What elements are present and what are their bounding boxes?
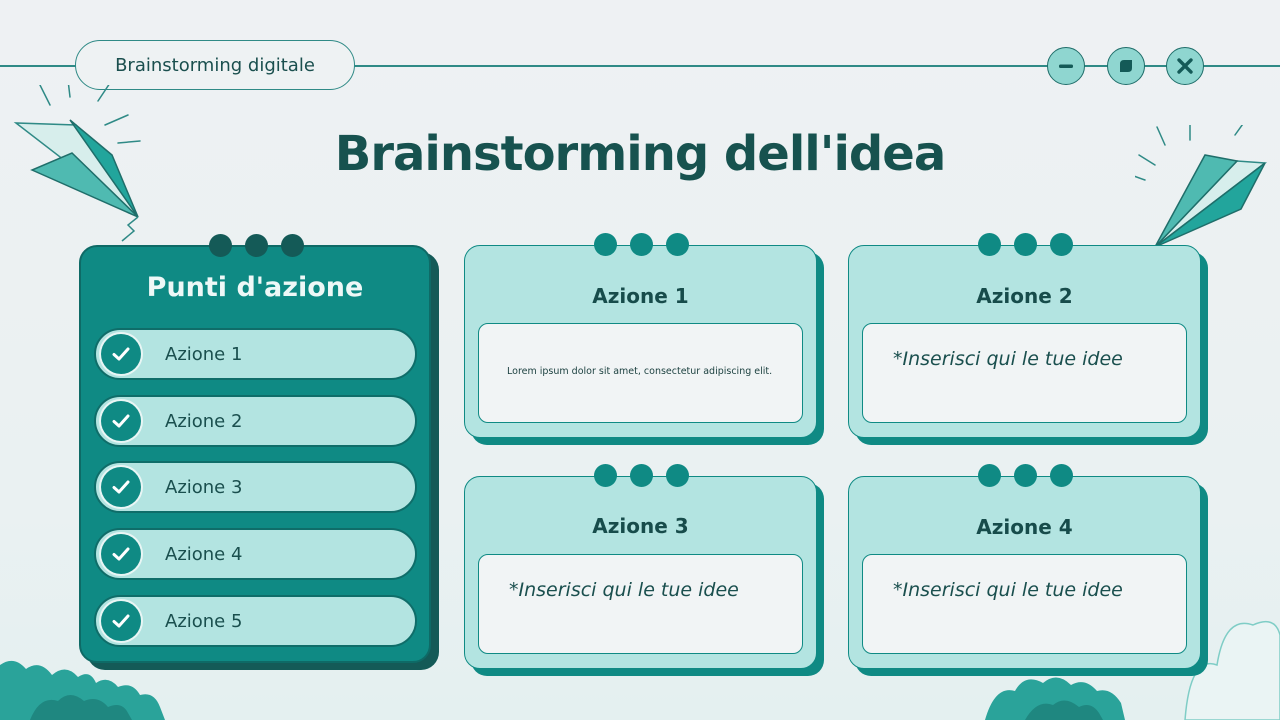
- header-divider: [0, 65, 1280, 67]
- square-icon: [1120, 60, 1132, 72]
- minimize-button[interactable]: [1047, 47, 1085, 85]
- card-text: *Inserisci qui le tue idee: [509, 579, 739, 601]
- card-dots: [978, 233, 1073, 256]
- dot: [666, 233, 689, 256]
- dot: [630, 233, 653, 256]
- minus-icon: [1059, 64, 1073, 68]
- dot: [594, 464, 617, 487]
- action-item-2[interactable]: Azione 2: [94, 395, 417, 447]
- card-text: *Inserisci qui le tue idee: [893, 348, 1123, 370]
- page-title: Brainstorming dell'idea: [334, 126, 946, 182]
- card-title: Azione 4: [976, 515, 1073, 539]
- dot: [666, 464, 689, 487]
- card-dots: [978, 464, 1073, 487]
- check-icon: [101, 401, 141, 441]
- paper-plane-right-icon: [1135, 125, 1268, 248]
- dot: [1050, 464, 1073, 487]
- action-item-label: Azione 4: [165, 543, 243, 565]
- card-dots: [594, 464, 689, 487]
- check-icon: [101, 467, 141, 507]
- dot: [630, 464, 653, 487]
- check-icon: [101, 334, 141, 374]
- check-icon: [101, 601, 141, 641]
- card-text: *Inserisci qui le tue idee: [893, 579, 1123, 601]
- action-item-4[interactable]: Azione 4: [94, 528, 417, 580]
- card-dots: [594, 233, 689, 256]
- window-title-text: Brainstorming digitale: [115, 54, 315, 76]
- close-icon: [1177, 58, 1193, 74]
- bush-right-icon: [985, 620, 1280, 720]
- paper-plane-left-icon: [13, 85, 141, 242]
- action-item-label: Azione 1: [165, 343, 243, 365]
- card-text-box[interactable]: Lorem ipsum dolor sit amet, consectetur …: [478, 323, 803, 423]
- action-item-5[interactable]: Azione 5: [94, 595, 417, 647]
- dot: [1014, 464, 1037, 487]
- window-title: Brainstorming digitale: [75, 40, 355, 90]
- card-text-box[interactable]: *Inserisci qui le tue idee: [478, 554, 803, 654]
- card-text: Lorem ipsum dolor sit amet, consectetur …: [507, 366, 773, 377]
- action-item-label: Azione 2: [165, 410, 243, 432]
- maximize-button[interactable]: [1107, 47, 1145, 85]
- card-title: Azione 3: [592, 514, 689, 538]
- action-item-label: Azione 5: [165, 610, 243, 632]
- bush-left-icon: [0, 660, 165, 720]
- action-panel-title: Punti d'azione: [146, 272, 364, 303]
- action-item-1[interactable]: Azione 1: [94, 328, 417, 380]
- dot: [281, 234, 304, 257]
- action-panel-dots: [209, 234, 304, 257]
- dot: [978, 464, 1001, 487]
- dot: [209, 234, 232, 257]
- close-button[interactable]: [1166, 47, 1204, 85]
- dot: [594, 233, 617, 256]
- card-text-box[interactable]: *Inserisci qui le tue idee: [862, 323, 1187, 423]
- action-panel: [79, 245, 431, 663]
- action-item-3[interactable]: Azione 3: [94, 461, 417, 513]
- dot: [1050, 233, 1073, 256]
- action-item-label: Azione 3: [165, 476, 243, 498]
- check-icon: [101, 534, 141, 574]
- card-title: Azione 2: [976, 284, 1073, 308]
- card-title: Azione 1: [592, 284, 689, 308]
- dot: [1014, 233, 1037, 256]
- dot: [978, 233, 1001, 256]
- card-text-box[interactable]: *Inserisci qui le tue idee: [862, 554, 1187, 654]
- dot: [245, 234, 268, 257]
